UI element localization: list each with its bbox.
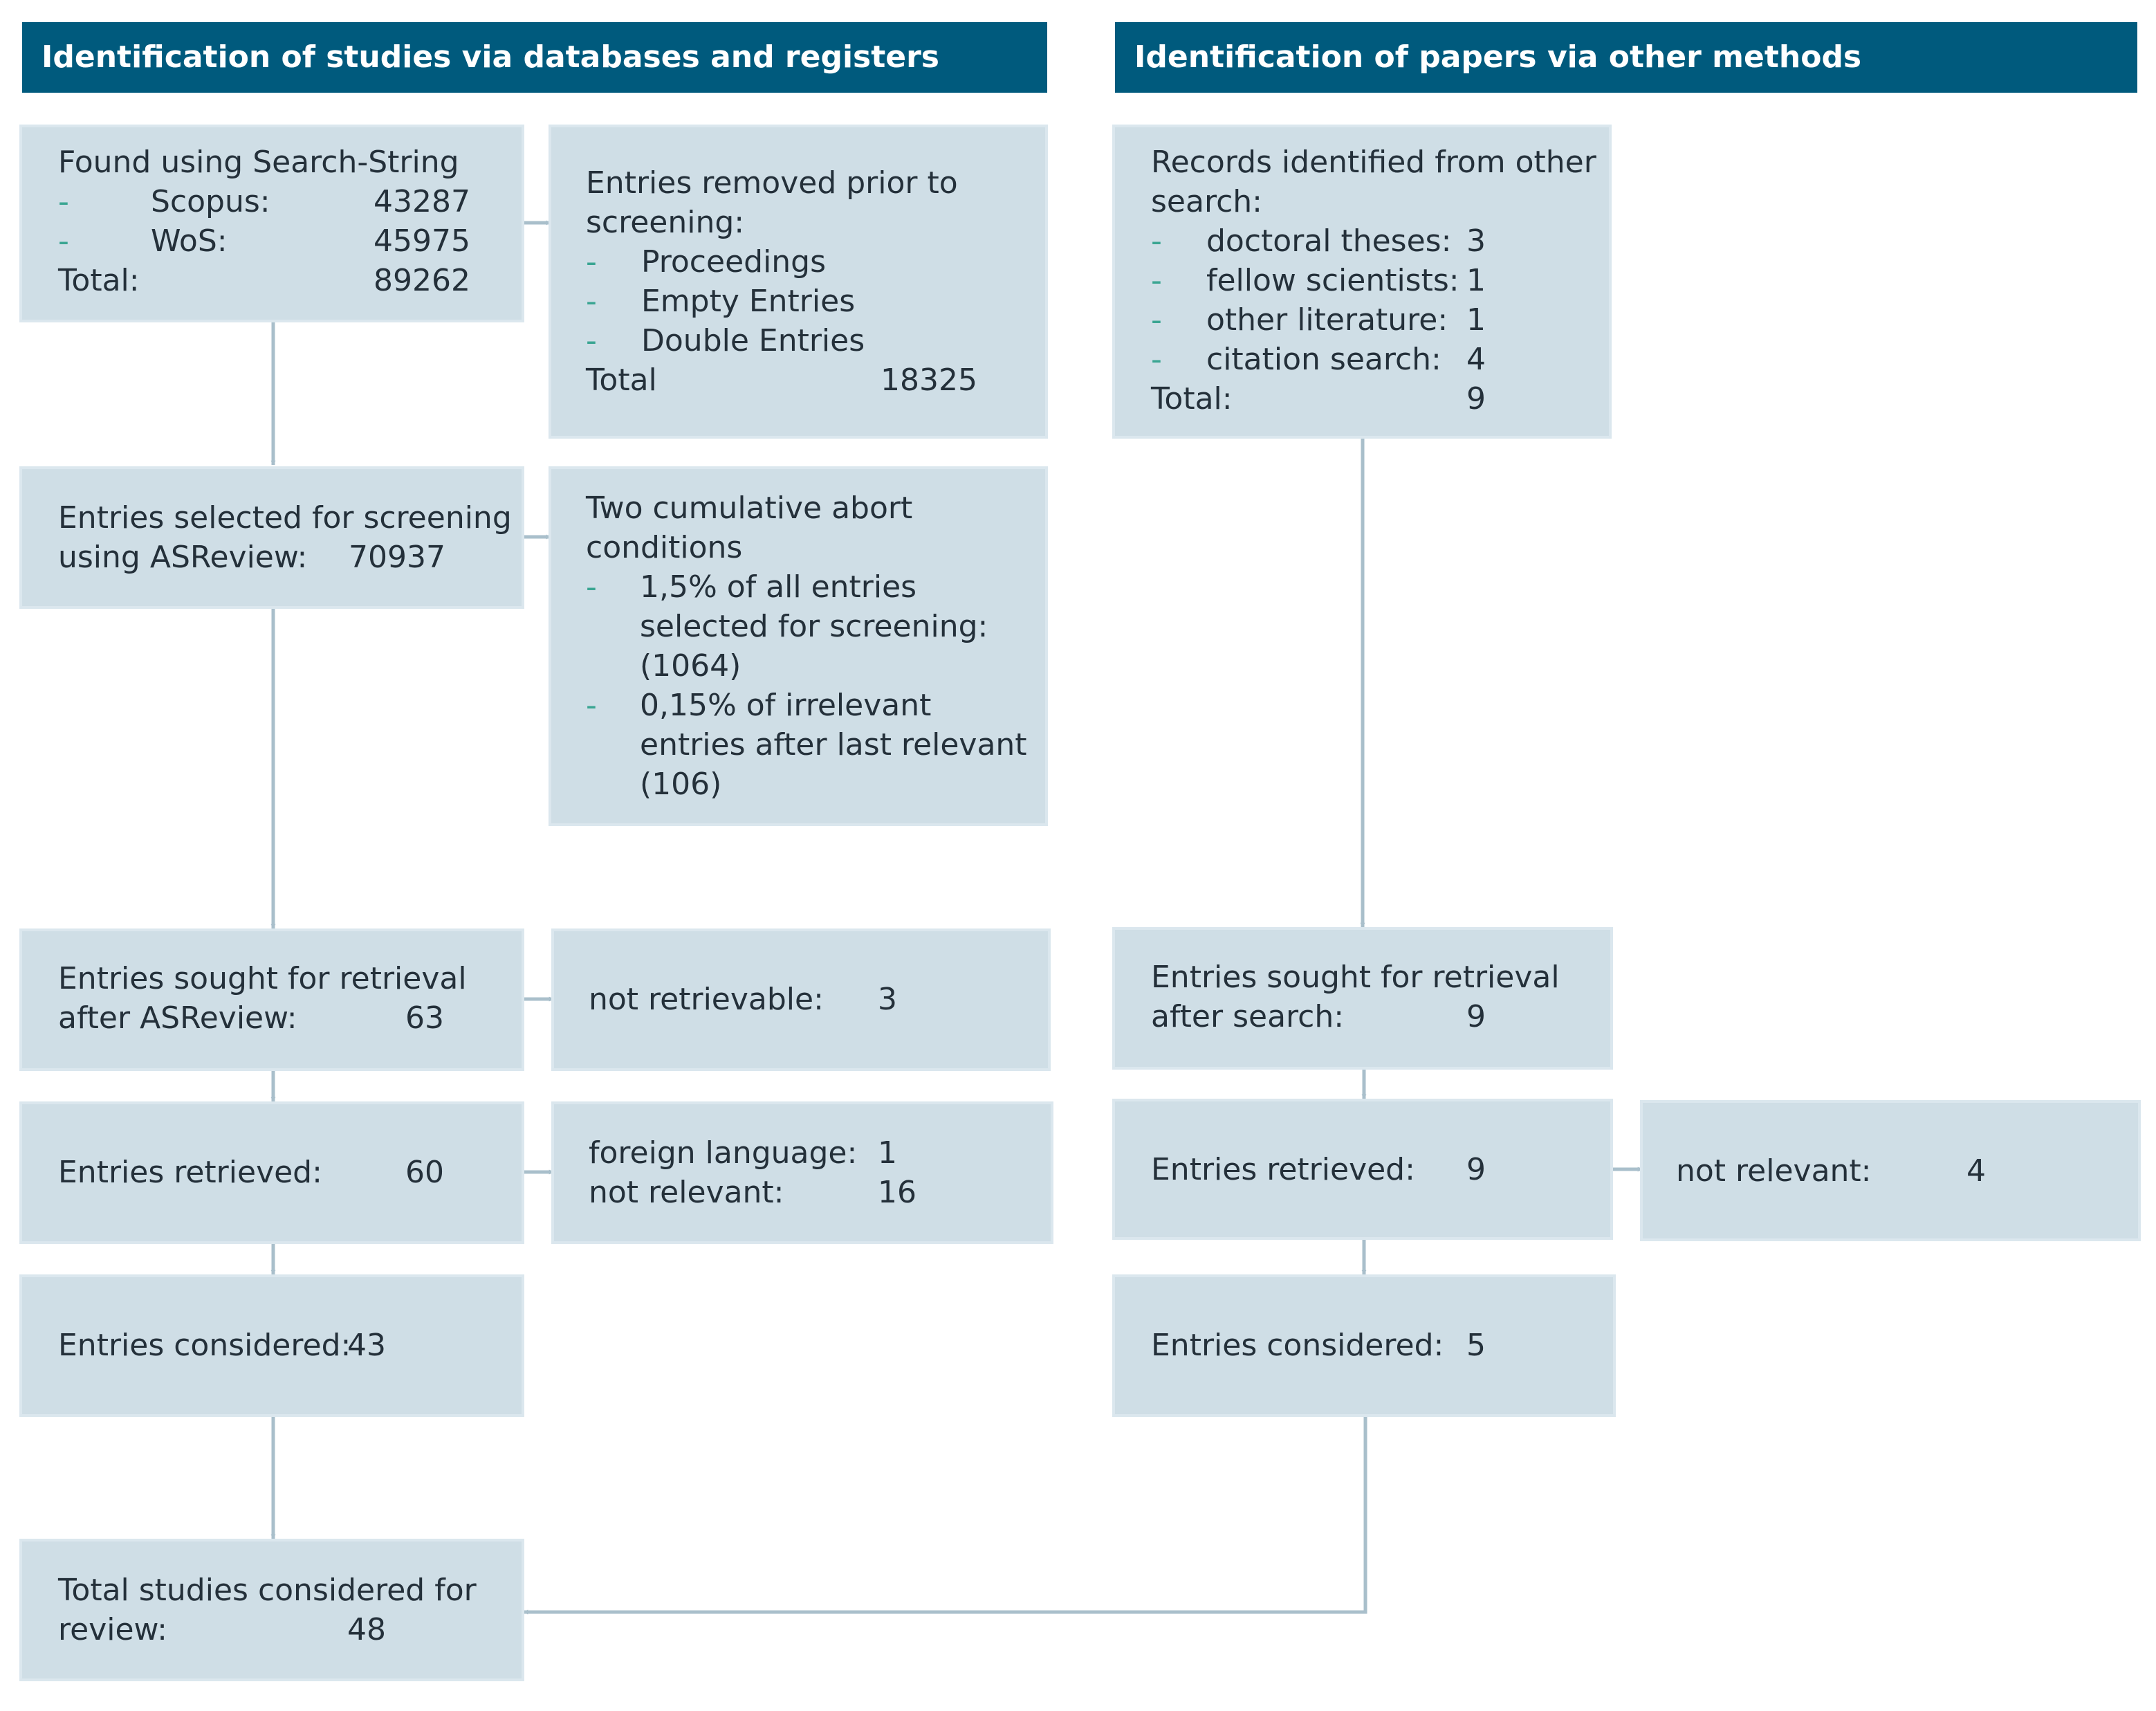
selected-value: 70937 [349,540,445,575]
box-excluded-reasons: foreign language: 1 not relevant: 16 [554,1104,1051,1241]
sought-line2-label: after ASReview: [58,1000,297,1036]
abort-cond2-line3: (106) [640,767,722,802]
records-title-1: Records identified from other [1151,145,1596,180]
box-total-studies-review: Total studies considered for review: 48 [22,1541,522,1678]
arrow-right-considered-to-total [523,1416,1367,1615]
box-right-entries-retrieved: Entries retrieved: 9 [1115,1101,1610,1237]
removed-title-2: screening: [586,205,745,240]
abort-cond2-line1: 0,15% of irrelevant [640,688,932,723]
excluded-not-relevant-value: 16 [878,1175,916,1210]
box-right-not-relevant: not relevant: 4 [1643,1103,2138,1238]
removed-total-value: 18325 [881,363,977,398]
sought-value: 63 [405,1000,444,1036]
right-retrieved-label: Entries retrieved: [1151,1152,1415,1187]
bullet-dash: - [58,184,69,219]
box-not-retrievable: not retrievable: 3 [554,931,1048,1068]
found-title: Found using Search-String [58,145,459,180]
retrieved-value: 60 [405,1155,444,1190]
found-scopus-label: Scopus: [151,184,270,219]
records-total-value: 9 [1466,381,1486,417]
right-considered-value: 5 [1466,1328,1486,1363]
records-literature-value: 1 [1466,302,1486,338]
abort-title-2: conditions [586,530,743,565]
records-fellow-label: fellow scientists: [1206,263,1459,298]
bullet-dash: - [586,284,597,319]
bullet-dash: - [586,688,597,723]
records-citation-label: citation search: [1206,342,1441,377]
removed-title-1: Entries removed prior to [586,165,958,201]
box-records-other-search: Records identified from other search: - … [1115,127,1609,436]
found-total-label: Total: [58,263,140,298]
selected-line2-label: using ASReview: [58,540,308,575]
records-doctoral-value: 3 [1466,223,1486,259]
box-right-entries-considered: Entries considered: 5 [1115,1277,1613,1414]
bullet-dash: - [1151,302,1162,338]
box-sought-retrieval-asreview: Entries sought for retrieval after ASRev… [22,931,522,1068]
records-total-label: Total: [1151,381,1233,417]
right-considered-label: Entries considered: [1151,1328,1444,1363]
right-sought-line2-label: after search: [1151,999,1345,1034]
found-wos-label: WoS: [151,223,228,259]
right-not-relevant-label: not relevant: [1676,1153,1872,1189]
box-sought-retrieval-search: Entries sought for retrieval after searc… [1115,930,1610,1067]
bullet-dash: - [1151,342,1162,377]
excluded-not-relevant-label: not relevant: [589,1175,784,1210]
bullet-dash: - [58,223,69,259]
total-review-line2-label: review: [58,1612,167,1647]
excluded-foreign-value: 1 [878,1135,897,1171]
retrieved-label: Entries retrieved: [58,1155,322,1190]
bullet-dash: - [586,323,597,358]
found-total-value: 89262 [374,263,470,298]
selected-line1: Entries selected for screening [58,500,512,536]
removed-item-empty: Empty Entries [641,284,856,319]
bullet-dash: - [586,244,597,280]
records-fellow-value: 1 [1466,263,1486,298]
records-title-2: search: [1151,184,1262,219]
abort-cond2-line2: entries after last relevant [640,727,1027,762]
right-retrieved-value: 9 [1466,1152,1486,1187]
records-literature-label: other literature: [1206,302,1448,338]
box-entries-considered: Entries considered: 43 [22,1277,522,1414]
box-selected-for-screening: Entries selected for screening using ASR… [22,469,522,606]
box-entries-retrieved: Entries retrieved: 60 [22,1104,522,1241]
removed-item-double: Double Entries [641,323,865,358]
abort-cond1-line2: selected for screening: [640,609,988,644]
bullet-dash: - [1151,263,1162,298]
sought-line1: Entries sought for retrieval [58,961,467,996]
header-databases: Identification of studies via databases … [22,22,1047,93]
box-abort-conditions: Two cumulative abort conditions - 1,5% o… [551,469,1045,823]
not-retrievable-value: 3 [878,982,897,1017]
abort-cond1-line3: (1064) [640,648,741,684]
considered-value: 43 [347,1328,386,1363]
box-removed-prior-screening: Entries removed prior to screening: - Pr… [551,127,1045,436]
bullet-dash: - [1151,223,1162,259]
bullet-dash: - [586,569,597,605]
records-doctoral-label: doctoral theses: [1206,223,1452,259]
box-found-search-string: Found using Search-String - Scopus: 4328… [22,127,522,320]
total-review-line1: Total studies considered for [58,1573,477,1608]
abort-cond1-line1: 1,5% of all entries [640,569,917,605]
found-wos-value: 45975 [374,223,470,259]
abort-title-1: Two cumulative abort [586,491,913,526]
records-citation-value: 4 [1466,342,1486,377]
total-review-value: 48 [347,1612,386,1647]
header-other-methods: Identification of papers via other metho… [1115,22,2137,93]
removed-item-proceedings: Proceedings [641,244,827,280]
considered-label: Entries considered: [58,1328,351,1363]
removed-total-label: Total [586,363,657,398]
found-scopus-value: 43287 [374,184,470,219]
excluded-foreign-label: foreign language: [589,1135,858,1171]
right-sought-line1: Entries sought for retrieval [1151,960,1560,995]
right-sought-value: 9 [1466,999,1486,1034]
not-retrievable-label: not retrievable: [589,982,824,1017]
right-not-relevant-value: 4 [1966,1153,1986,1189]
